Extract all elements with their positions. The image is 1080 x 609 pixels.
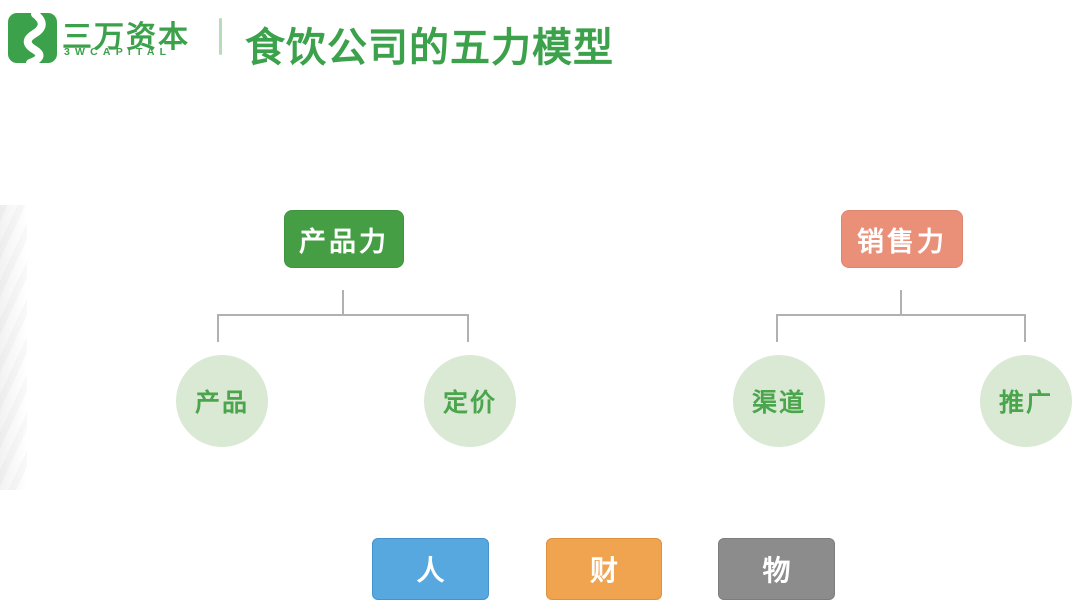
- connector-line: [776, 314, 778, 342]
- connector-line: [342, 290, 344, 315]
- connector-line: [217, 314, 219, 342]
- company-name: 三万资本: [62, 21, 190, 54]
- node-finance: 财: [546, 538, 662, 600]
- connector-line: [900, 290, 902, 315]
- connector-line: [776, 314, 1026, 316]
- node-product: 产品: [176, 355, 268, 447]
- node-people: 人: [372, 538, 489, 600]
- header-divider: [219, 18, 222, 55]
- node-pricing: 定价: [424, 355, 516, 447]
- node-goods: 物: [718, 538, 835, 600]
- node-promotion: 推广: [980, 355, 1072, 447]
- node-sales-power: 销售力: [841, 210, 963, 268]
- left-edge-watermark: [0, 205, 27, 490]
- connector-line: [1024, 314, 1026, 342]
- page-title: 食饮公司的五力模型: [245, 26, 614, 70]
- connector-line: [217, 314, 469, 316]
- company-logo-icon: [8, 13, 57, 63]
- connector-line: [467, 314, 469, 342]
- company-name-latin: 3WCAPITAL: [64, 46, 172, 58]
- node-channel: 渠道: [733, 355, 825, 447]
- node-product-power: 产品力: [284, 210, 404, 268]
